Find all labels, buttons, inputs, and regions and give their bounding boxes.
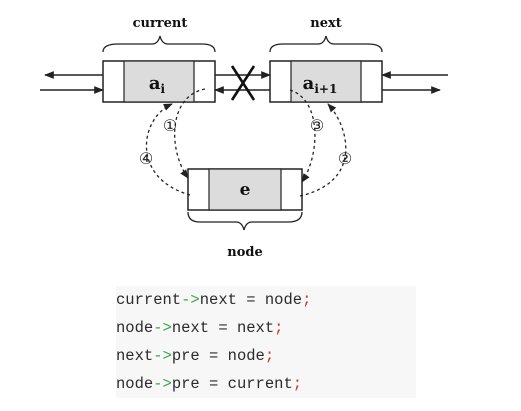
code-object: next bbox=[116, 347, 154, 365]
linked-list-diagram: current next node ai ai+1 e ① ② ③ ④ bbox=[40, 16, 448, 260]
code-line-3: next->pre = node; bbox=[116, 342, 416, 370]
next-value: ai+1 bbox=[303, 73, 338, 96]
step4-arrow bbox=[145, 103, 191, 196]
code-object: node bbox=[116, 319, 154, 337]
current-value: ai bbox=[149, 73, 166, 96]
next-node: ai+1 bbox=[269, 60, 383, 103]
step2-arrow bbox=[299, 103, 347, 197]
step4-number: ④ bbox=[139, 149, 153, 168]
semicolon: ; bbox=[292, 375, 303, 393]
semicolon: ; bbox=[264, 347, 275, 365]
arrow-operator: -> bbox=[153, 347, 172, 365]
code-assignment: pre = current bbox=[171, 375, 293, 393]
node-label: node bbox=[227, 245, 262, 260]
code-line-1: current->next = node; bbox=[116, 286, 416, 314]
semicolon: ; bbox=[274, 319, 284, 337]
code-assignment: next = next bbox=[171, 319, 275, 337]
arrow-operator: -> bbox=[153, 375, 172, 393]
arrow-operator: -> bbox=[153, 319, 172, 337]
step3-arrow bbox=[289, 89, 316, 183]
code-object: node bbox=[116, 375, 154, 393]
code-line-2: node->next = next; bbox=[116, 314, 416, 342]
current-brace bbox=[102, 35, 216, 53]
new-node: e bbox=[187, 168, 303, 211]
code-object: current bbox=[116, 291, 182, 309]
code-line-4: node->pre = current; bbox=[116, 370, 416, 398]
new-node-value: e bbox=[240, 180, 251, 200]
arrow-operator: -> bbox=[181, 291, 200, 309]
current-node: ai bbox=[102, 60, 216, 103]
semicolon: ; bbox=[302, 291, 312, 309]
next-label: next bbox=[310, 16, 341, 31]
code-block: current->next = node; node->next = next;… bbox=[116, 286, 416, 398]
break-cross-icon bbox=[230, 65, 256, 101]
step1-number: ① bbox=[163, 116, 177, 135]
step1-arrow bbox=[173, 88, 206, 179]
code-assignment: pre = node bbox=[171, 347, 265, 365]
code-assignment: next = node bbox=[199, 291, 303, 309]
next-brace bbox=[269, 35, 383, 53]
step3-number: ③ bbox=[310, 116, 324, 135]
step2-number: ② bbox=[338, 149, 352, 168]
node-brace bbox=[187, 211, 303, 231]
current-label: current bbox=[133, 16, 188, 31]
